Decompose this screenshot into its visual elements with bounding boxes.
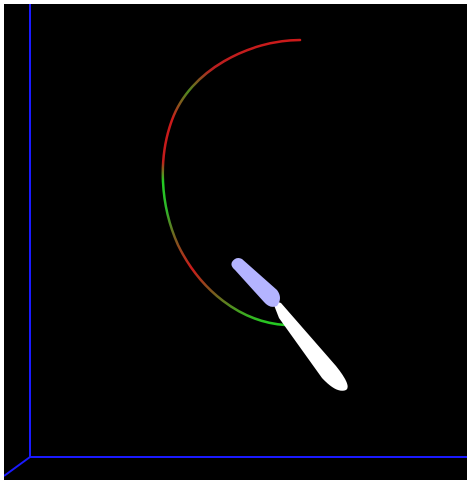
axes-group [4,4,467,476]
3d-scene-canvas[interactable] [4,4,467,480]
scene-svg [4,4,467,480]
z-axis-line [4,457,30,476]
tool-handle [231,258,280,307]
tool-blade [272,300,348,391]
spinning-tool [231,258,347,391]
trajectory-trail [163,40,300,325]
